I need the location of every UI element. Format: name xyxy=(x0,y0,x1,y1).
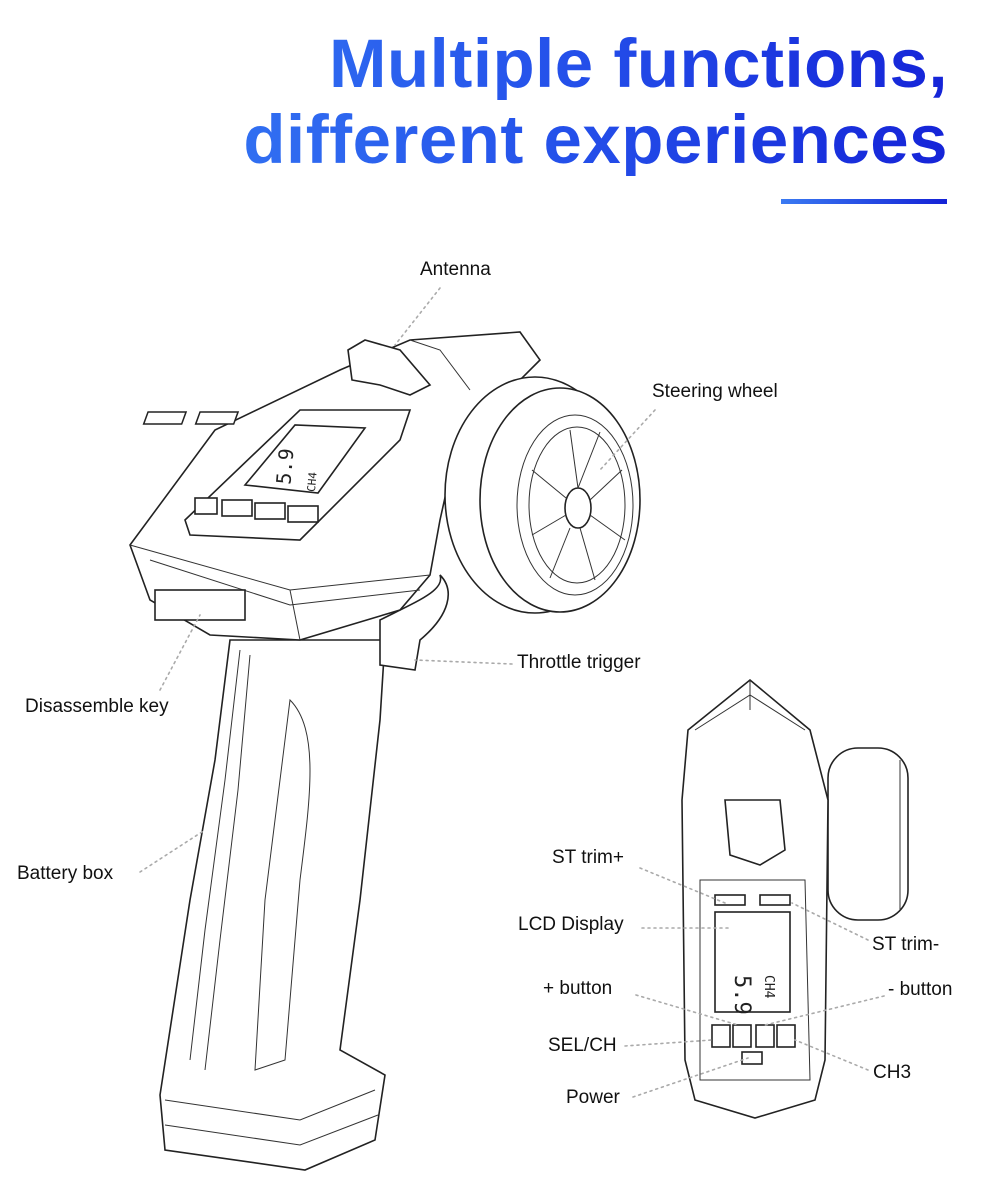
leader-lines xyxy=(139,287,885,1098)
st-trim-minus-button xyxy=(759,894,791,906)
label-minus-button: - button xyxy=(888,979,953,1000)
label-plus-button: + button xyxy=(543,978,613,999)
label-ch3: CH3 xyxy=(873,1062,912,1083)
top-lcd-voltage: 5.9 xyxy=(729,975,754,1015)
lcd-channel: CH4 xyxy=(305,471,320,492)
label-st-trim-plus: ST trim+ xyxy=(552,847,624,868)
power-switch xyxy=(741,1051,763,1065)
transmitter-side-view: 5.9 CH4 xyxy=(129,331,641,1171)
title-underline xyxy=(781,199,947,204)
throttle-trigger xyxy=(379,574,449,671)
top-lcd-channel: CH4 xyxy=(761,975,776,999)
panel-button xyxy=(221,499,253,517)
grip xyxy=(159,639,386,1171)
antenna xyxy=(347,339,432,396)
trim-button xyxy=(142,411,188,425)
top-view-antenna xyxy=(724,799,786,866)
lcd-voltage: 5.9 xyxy=(272,447,299,485)
label-st-trim-minus: ST trim- xyxy=(872,934,940,955)
label-antenna: Antenna xyxy=(420,259,491,280)
label-disassemble-key: Disassemble key xyxy=(25,696,169,717)
title-line-1: Multiple functions, xyxy=(0,28,948,100)
panel-button xyxy=(287,505,319,523)
minus-button xyxy=(755,1024,775,1048)
sel-ch-button xyxy=(711,1024,731,1048)
label-steering-wheel: Steering wheel xyxy=(652,381,778,402)
top-view-wheel xyxy=(827,747,909,921)
steering-wheel xyxy=(444,376,641,614)
ch3-button xyxy=(776,1024,796,1048)
plus-button xyxy=(732,1024,752,1048)
label-power: Power xyxy=(566,1087,620,1108)
label-throttle-trigger: Throttle trigger xyxy=(517,652,641,673)
st-trim-plus-button xyxy=(714,894,746,906)
label-lcd-display: LCD Display xyxy=(518,914,624,935)
panel-button xyxy=(194,497,218,515)
lcd-screen xyxy=(243,424,367,494)
label-sel-ch: SEL/CH xyxy=(548,1035,617,1056)
trim-button xyxy=(194,411,240,425)
title-line-2: different experiences xyxy=(0,104,948,176)
panel-button xyxy=(254,502,286,520)
transmitter-top-view: 5.9 CH4 xyxy=(681,678,909,1119)
label-battery-box: Battery box xyxy=(17,863,114,884)
